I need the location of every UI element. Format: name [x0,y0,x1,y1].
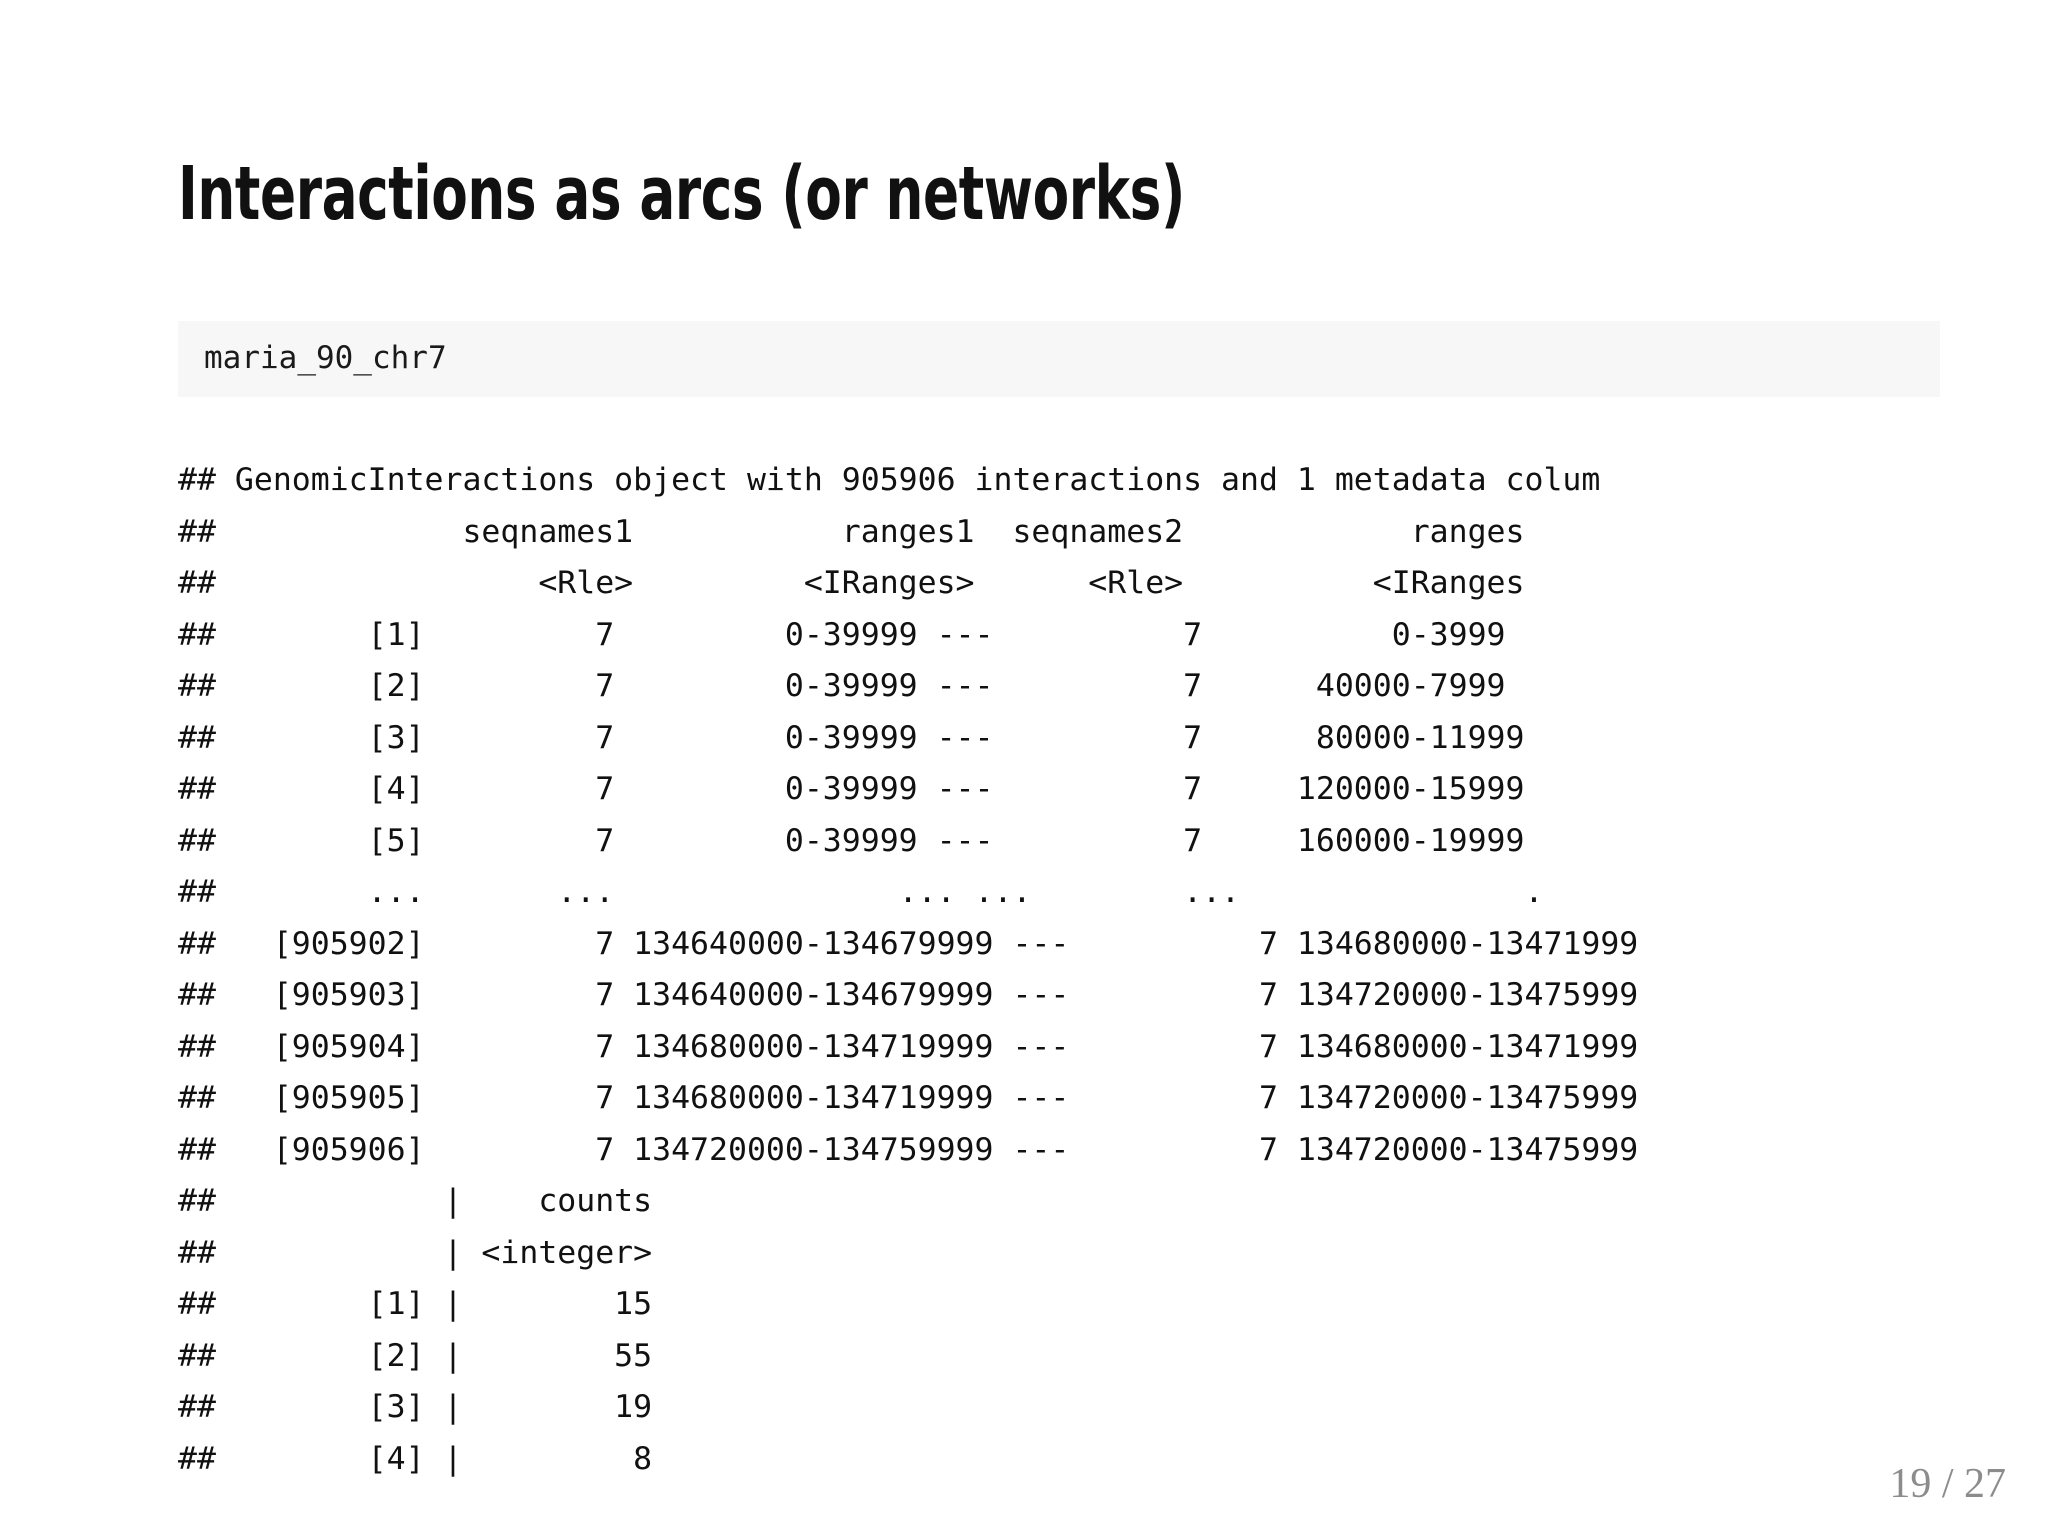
console-output-line: ## [905903] 7 134640000-134679999 --- 7 … [178,977,1639,1013]
console-output-line: ## [5] 7 0-39999 --- 7 160000-19999 [178,822,1525,859]
console-output-line: ## seqnames1 ranges1 seqnames2 ranges [178,513,1525,550]
console-output-line: ## | counts [178,1183,653,1219]
console-output-line: ## [905906] 7 134720000-134759999 --- 7 … [178,1131,1639,1168]
console-output-line: ## GenomicInteractions object with 90590… [178,462,1601,498]
console-output-line: ## <Rle> <IRanges> <Rle> <IRanges [178,565,1525,601]
page-title: Interactions as arcs (or networks) [178,150,1185,237]
code-block-source-line: maria_90_chr7 [204,340,447,376]
console-output-line: ## [905902] 7 134640000-134679999 --- 7 … [178,925,1639,962]
code-block: maria_90_chr7 [178,321,1940,397]
console-output-line: ## [3] | 19 [178,1389,653,1425]
console-output-line: ## [1] 7 0-39999 --- 7 0-3999 [178,616,1506,653]
console-output-line: ## [4] | 8 [178,1440,653,1477]
console-output-line: ## [2] 7 0-39999 --- 7 40000-7999 [178,668,1506,704]
console-output-line: ## | <integer> [178,1234,653,1271]
console-output-line: ## [905904] 7 134680000-134719999 --- 7 … [178,1028,1639,1065]
console-output-line: ## [1] | 15 [178,1286,653,1322]
console-output-line: ## [4] 7 0-39999 --- 7 120000-15999 [178,771,1525,807]
console-output-line: ## [905905] 7 134680000-134719999 --- 7 … [178,1080,1639,1116]
console-output-block: ## GenomicInteractions object with 90590… [178,455,2048,1485]
page-indicator: 19 / 27 [1889,1461,2006,1507]
console-output-line: ## ... ... ... ... ... . [178,874,1544,910]
console-output-line: ## [3] 7 0-39999 --- 7 80000-11999 [178,719,1525,756]
console-output-line: ## [2] | 55 [178,1337,653,1374]
